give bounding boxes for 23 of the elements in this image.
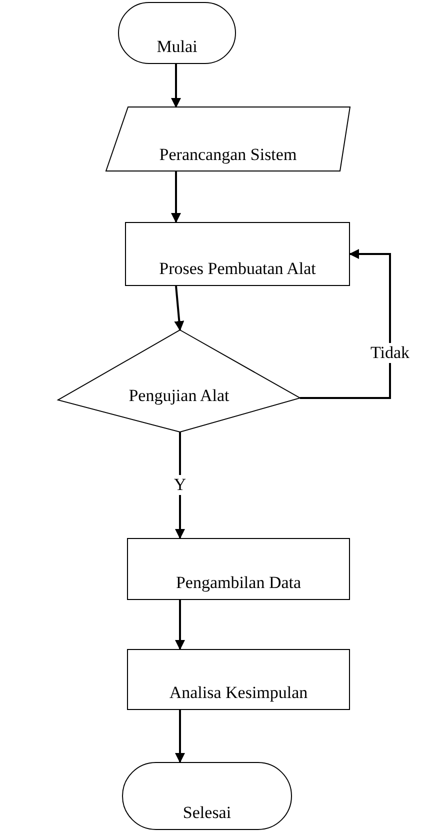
process-box	[125, 222, 350, 286]
decision-diamond	[58, 330, 300, 432]
edge-label: Y	[172, 475, 188, 495]
node-label: Perancangan Sistem	[159, 145, 297, 165]
arrow	[175, 432, 185, 539]
node-label: Selesai	[182, 803, 232, 823]
node-label: Pengambilan Data	[176, 573, 302, 593]
process-box	[127, 649, 350, 710]
arrow	[171, 64, 181, 108]
node-label: Proses Pembuatan Alat	[159, 259, 316, 279]
arrow	[171, 171, 181, 223]
node-label: Pengujian Alat	[128, 386, 230, 406]
input-output-parallelogram	[106, 107, 350, 171]
node-label: Mulai	[156, 37, 198, 57]
arrow	[174, 286, 184, 331]
arrow	[175, 710, 185, 763]
arrow	[175, 600, 185, 650]
terminator-shape	[118, 2, 236, 64]
process-box	[127, 538, 350, 600]
terminator-shape	[122, 762, 292, 830]
node-label: Analisa Kesimpulan	[169, 683, 308, 703]
edge-label: Tidak	[369, 343, 411, 363]
arrow	[300, 249, 391, 399]
